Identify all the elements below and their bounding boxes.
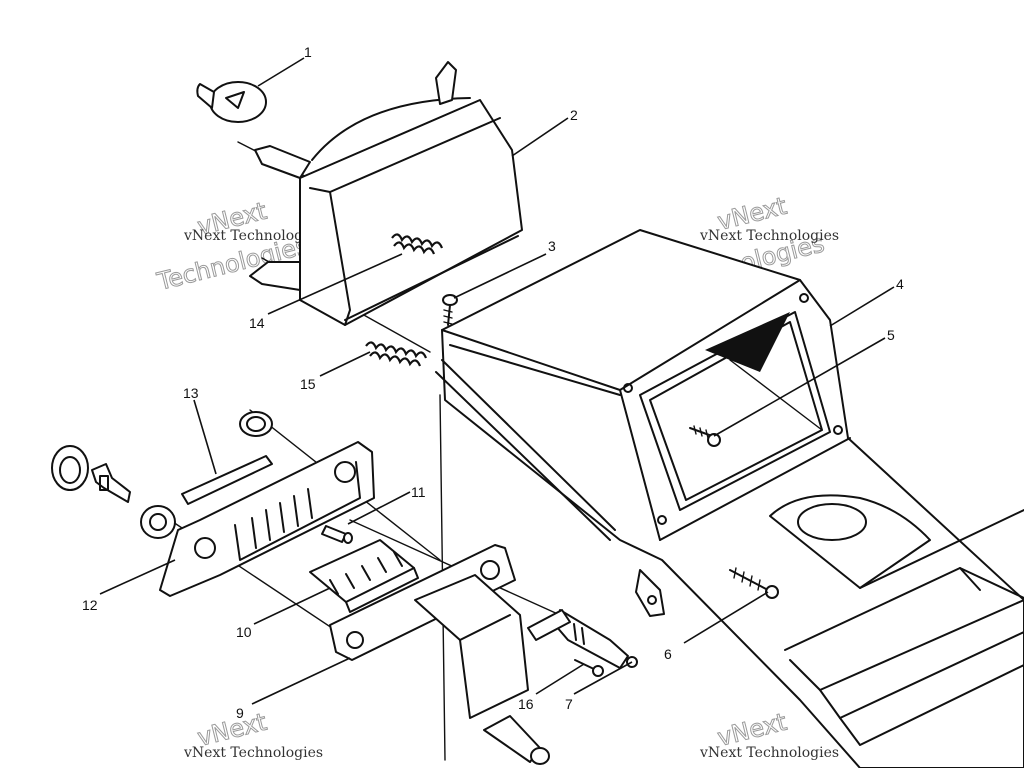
callout-13: 13 [183,385,199,401]
watermark-small: vNext Technologies [183,228,323,244]
callout-14: 14 [249,315,265,331]
screw-part-3 [442,294,458,326]
screw-part-16 [574,659,604,677]
callout-9: 9 [236,705,244,721]
grommet [239,411,273,437]
callout-6: 6 [664,646,672,662]
callout-4: 4 [896,276,904,292]
callout-12: 12 [82,597,98,613]
spring-part-15 [365,341,428,367]
switch-block-part-10 [309,539,419,613]
callout-16: 16 [518,696,534,712]
leader-lines [99,57,895,705]
headlight-housing-part-2 [249,61,523,326]
watermark-small: vNext Technologies [183,745,323,761]
mounting-plate-part-12 [159,441,375,597]
pin-part-11 [321,525,353,544]
callout-7: 7 [565,696,573,712]
screw-part-5 [689,425,721,447]
callout-15: 15 [300,376,316,392]
callout-5: 5 [887,327,895,343]
callout-1: 1 [304,44,312,60]
hood-console-part-4 [435,229,1024,768]
callout-10: 10 [236,624,252,640]
watermark-small: vNext Technologies [699,228,839,244]
bulb-part-1 [196,81,267,123]
dash-bracket-part-9 [329,544,550,765]
switch-part-7 [527,609,638,669]
spring-part-14 [391,233,444,255]
watermark-bottom-left: vNext vNext Technologies [183,707,323,761]
ignition-key-and-nut [51,445,176,539]
screw-part-6 [729,567,779,599]
callout-11: 11 [411,484,426,500]
watermark-small: vNext Technologies [699,745,839,761]
callout-labels: 1 2 3 4 5 6 7 9 10 11 12 13 14 15 16 [82,44,904,721]
callout-2: 2 [570,107,578,123]
strip-part-13 [181,455,273,505]
callout-3: 3 [548,238,556,254]
